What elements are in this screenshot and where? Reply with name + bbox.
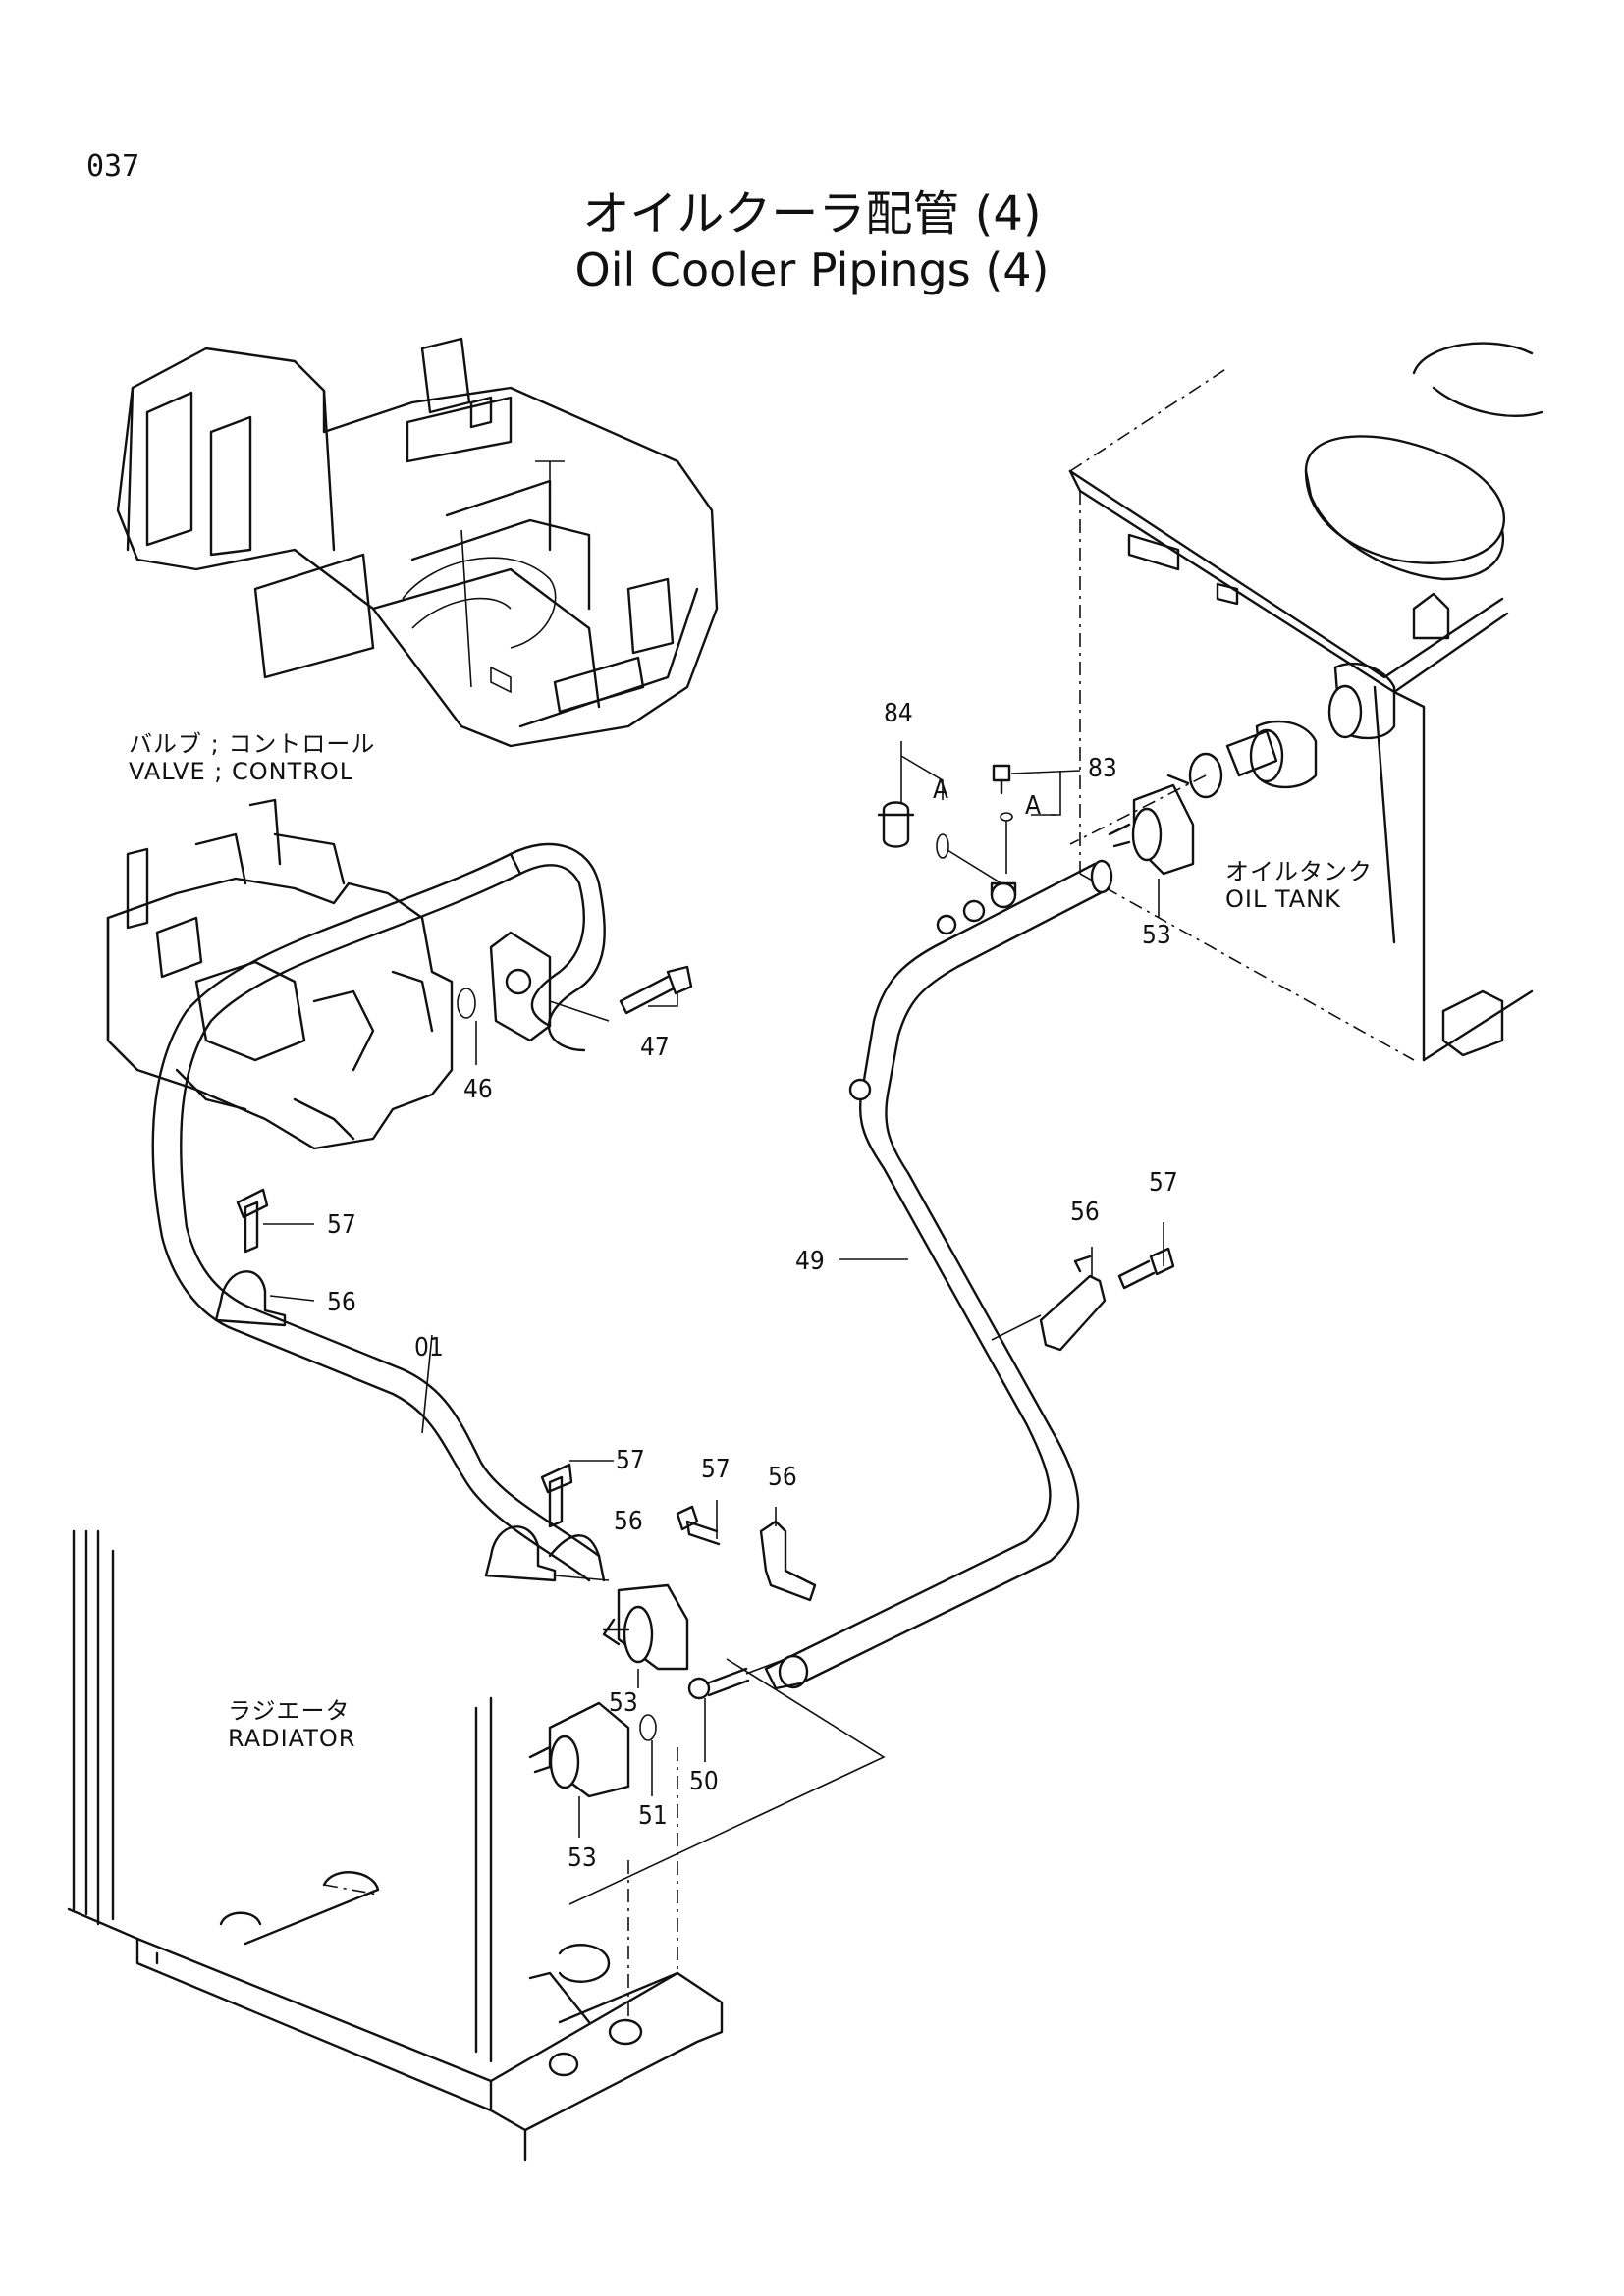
- title-japanese: オイルクーラ配管 (4): [582, 187, 1042, 241]
- radiator-label-jp: ラジエータ: [228, 1697, 351, 1725]
- flange-46-47: [457, 931, 693, 1042]
- callout-57-c: 57: [616, 1446, 645, 1475]
- callout-a-1: A: [933, 775, 948, 805]
- clamps-hose-49: [676, 1247, 1175, 1602]
- callout-46: 46: [463, 1075, 493, 1104]
- radiator-label-en: RADIATOR: [228, 1725, 356, 1752]
- callout-47: 47: [640, 1033, 670, 1062]
- callout-56-d: 56: [768, 1463, 797, 1492]
- callout-57-a: 57: [327, 1210, 356, 1240]
- page-number: 037: [86, 149, 140, 184]
- excavator-overview: [116, 337, 719, 748]
- callout-49: 49: [795, 1247, 825, 1276]
- callout-53-mid: 53: [609, 1688, 638, 1718]
- callout-57-d: 57: [701, 1455, 731, 1484]
- callout-01: 01: [414, 1333, 444, 1362]
- tank-label-en: OIL TANK: [1225, 885, 1341, 913]
- callout-56-a: 56: [327, 1288, 356, 1317]
- hose-01: [151, 842, 606, 1582]
- oil-tank: [1068, 342, 1543, 1062]
- hose-joint-tank: [1108, 774, 1195, 876]
- callout-83: 83: [1088, 754, 1117, 783]
- hose-joint-lower: [528, 1534, 750, 1798]
- control-valve: [106, 798, 454, 1150]
- callout-50: 50: [689, 1767, 719, 1796]
- callout-53-tank: 53: [1142, 921, 1171, 950]
- callout-84: 84: [884, 699, 913, 728]
- fitting-plugs: [877, 764, 1013, 884]
- callout-56-c: 56: [614, 1507, 643, 1536]
- hose-49: [764, 859, 1113, 1690]
- radiator: [67, 1529, 724, 2162]
- valve-label-jp: バルブ ; コントロール: [129, 730, 376, 758]
- title-english: Oil Cooler Pipings (4): [574, 243, 1050, 296]
- tank-label-jp: オイルタンク: [1225, 858, 1373, 885]
- leader-lines: [263, 741, 1164, 1905]
- callout-57-b: 57: [1149, 1168, 1178, 1198]
- callout-51: 51: [638, 1801, 668, 1831]
- callout-a-2: A: [1025, 791, 1041, 821]
- valve-label-en: VALVE ; CONTROL: [129, 758, 354, 785]
- callout-56-b: 56: [1070, 1198, 1100, 1227]
- callout-53-low: 53: [568, 1843, 597, 1873]
- clamps-hose-01: [214, 1188, 573, 1582]
